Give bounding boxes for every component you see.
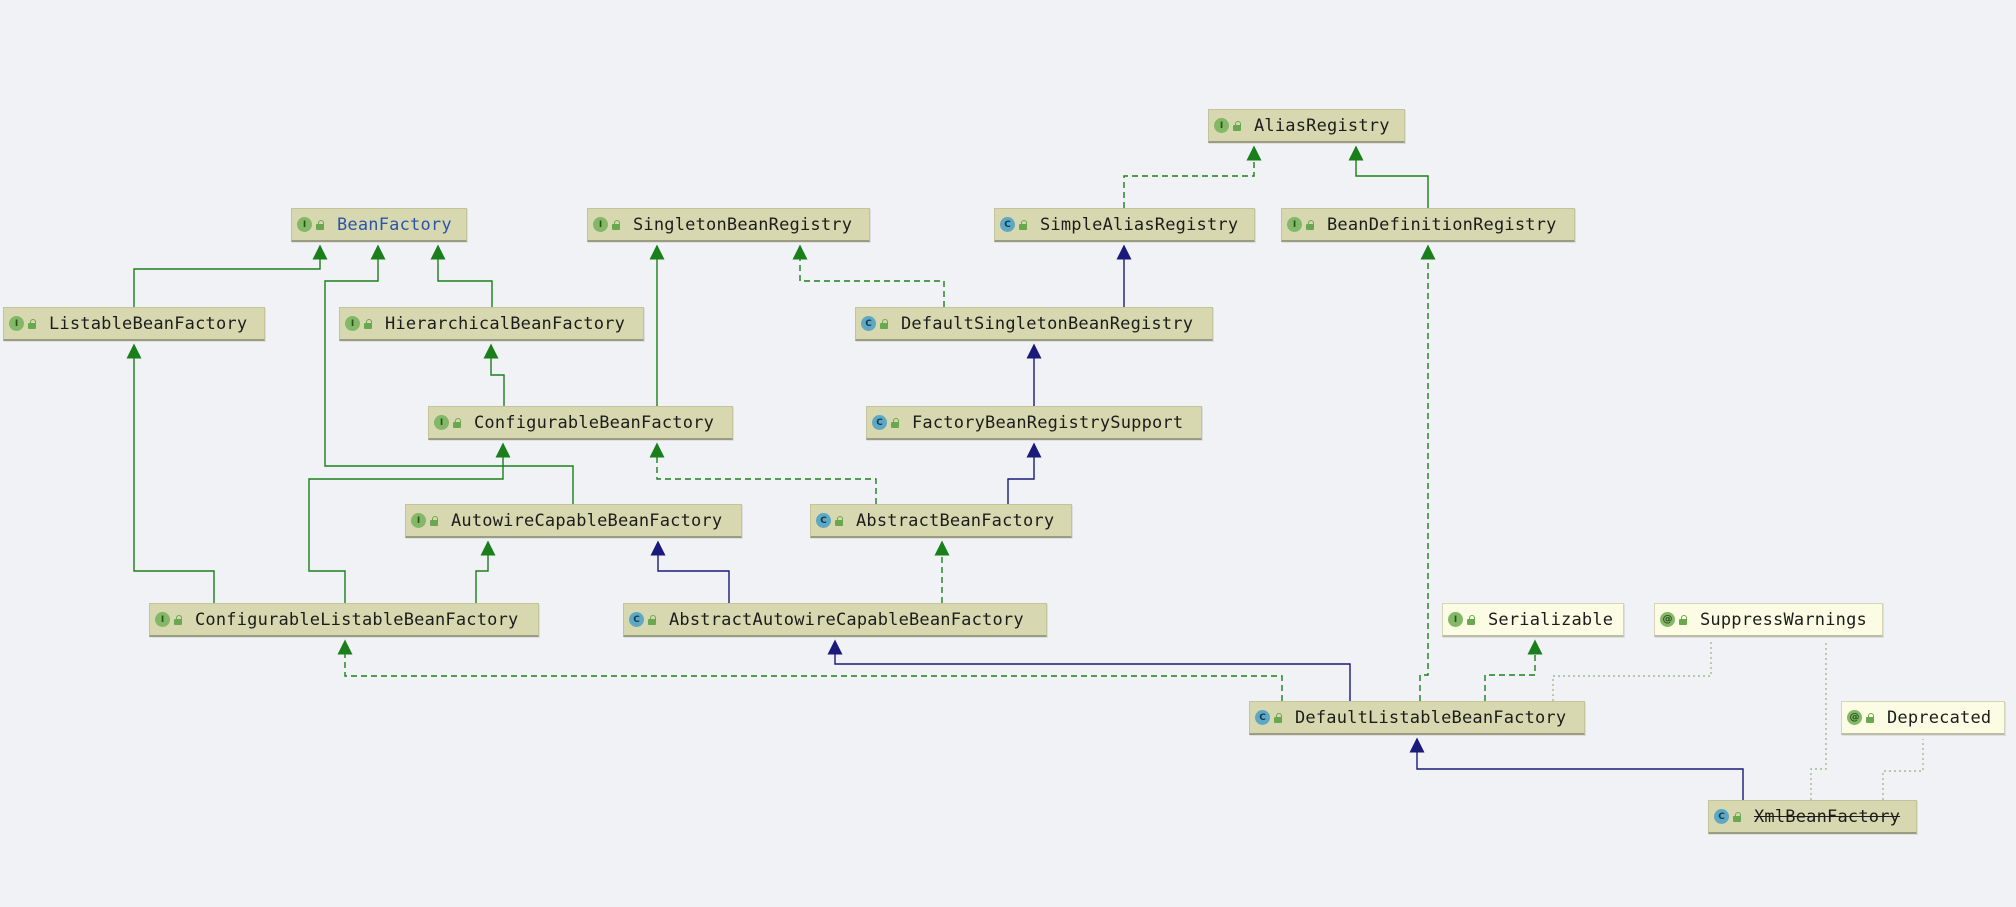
node-factory-bean-registry-support[interactable]: C FactoryBeanRegistrySupport xyxy=(866,406,1202,440)
annotation-icon: @ xyxy=(1847,710,1862,725)
abstract-icon: C xyxy=(872,415,887,430)
interface-icon: I xyxy=(297,217,312,232)
edge-xml-bean-factory-to-default-listable-bean-factory xyxy=(1409,737,1744,800)
node-xml-bean-factory[interactable]: C XmlBeanFactory xyxy=(1708,800,1917,834)
edge-configurable-bean-factory-to-hierarchical-bean-factory xyxy=(483,343,505,406)
edge-xml-bean-factory-to-deprecated xyxy=(1882,739,1924,800)
node-label: ConfigurableBeanFactory xyxy=(474,412,715,433)
interface-icon: I xyxy=(345,316,360,331)
node-label: Deprecated xyxy=(1887,707,1992,728)
edge-simple-alias-registry-to-alias-registry xyxy=(1123,145,1262,208)
node-abstract-bean-factory[interactable]: C AbstractBeanFactory xyxy=(810,504,1072,538)
abstract-icon: C xyxy=(816,513,831,528)
edge-default-singleton-bean-registry-to-singleton-bean-registry xyxy=(792,244,945,307)
interface-icon: I xyxy=(1214,118,1229,133)
public-lock-icon xyxy=(1019,219,1027,230)
public-lock-icon xyxy=(174,614,182,625)
public-lock-icon xyxy=(1679,614,1687,625)
edge-configurable-listable-bean-factory-to-autowire-capable-bean-factory xyxy=(475,540,496,603)
interface-icon: I xyxy=(1287,217,1302,232)
node-label: ListableBeanFactory xyxy=(49,313,248,334)
public-lock-icon xyxy=(1467,614,1475,625)
node-suppress-warnings[interactable]: @ SuppressWarnings xyxy=(1654,603,1883,637)
class-icon: C xyxy=(861,316,876,331)
node-label: AbstractAutowireCapableBeanFactory xyxy=(669,609,1024,630)
node-label: FactoryBeanRegistrySupport xyxy=(912,412,1184,433)
node-label: Serializable xyxy=(1488,609,1614,630)
public-lock-icon xyxy=(453,417,461,428)
class-icon: C xyxy=(1255,710,1270,725)
edge-configurable-listable-bean-factory-to-configurable-bean-factory xyxy=(308,442,511,603)
node-alias-registry[interactable]: I AliasRegistry xyxy=(1208,109,1405,143)
public-lock-icon xyxy=(648,614,656,625)
public-lock-icon xyxy=(1733,811,1741,822)
public-lock-icon xyxy=(1866,712,1874,723)
interface-icon: I xyxy=(9,316,24,331)
edge-abstract-autowire-capable-bean-factory-to-abstract-bean-factory xyxy=(650,540,730,603)
abstract-icon: C xyxy=(629,612,644,627)
public-lock-icon xyxy=(364,318,372,329)
node-label: BeanDefinitionRegistry xyxy=(1327,214,1557,235)
public-lock-icon xyxy=(612,219,620,230)
node-label: BeanFactory xyxy=(337,214,452,235)
node-bean-definition-registry[interactable]: I BeanDefinitionRegistry xyxy=(1281,208,1575,242)
edge-default-listable-bean-factory-to-bean-definition-registry xyxy=(1419,244,1436,701)
node-label: AliasRegistry xyxy=(1254,115,1390,136)
node-hierarchical-bean-factory[interactable]: I HierarchicalBeanFactory xyxy=(339,307,644,341)
public-lock-icon xyxy=(891,417,899,428)
edge-configurable-listable-bean-factory-to-listable-bean-factory xyxy=(126,343,215,603)
public-lock-icon xyxy=(1274,712,1282,723)
node-label: AbstractBeanFactory xyxy=(856,510,1055,531)
node-deprecated[interactable]: @ Deprecated xyxy=(1841,701,2005,735)
node-default-singleton-bean-registry[interactable]: C DefaultSingletonBeanRegistry xyxy=(855,307,1213,341)
interface-icon: I xyxy=(593,217,608,232)
public-lock-icon xyxy=(835,515,843,526)
node-configurable-listable-bean-factory[interactable]: I ConfigurableListableBeanFactory xyxy=(149,603,539,637)
node-label: AutowireCapableBeanFactory xyxy=(451,510,723,531)
public-lock-icon xyxy=(430,515,438,526)
public-lock-icon xyxy=(28,318,36,329)
edge-default-listable-bean-factory-to-abstract-autowire-capable-bean-factory xyxy=(827,639,1351,701)
node-serializable[interactable]: I Serializable xyxy=(1442,603,1624,637)
interface-icon: I xyxy=(155,612,170,627)
node-label: DefaultSingletonBeanRegistry xyxy=(901,313,1194,334)
edge-default-listable-bean-factory-to-suppress-warnings xyxy=(1552,641,1712,701)
interface-icon: I xyxy=(1448,612,1463,627)
node-simple-alias-registry[interactable]: C SimpleAliasRegistry xyxy=(994,208,1255,242)
edge-hierarchical-bean-factory-to-bean-factory xyxy=(430,244,493,307)
edge-listable-bean-factory-to-bean-factory xyxy=(133,244,328,307)
annotation-icon: @ xyxy=(1660,612,1675,627)
public-lock-icon xyxy=(1233,120,1241,131)
node-label: SimpleAliasRegistry xyxy=(1040,214,1239,235)
edge-autowire-capable-bean-factory-to-bean-factory xyxy=(324,244,574,504)
node-bean-factory[interactable]: I BeanFactory xyxy=(291,208,467,242)
node-label: SuppressWarnings xyxy=(1700,609,1867,630)
node-autowire-capable-bean-factory[interactable]: I AutowireCapableBeanFactory xyxy=(405,504,742,538)
public-lock-icon xyxy=(880,318,888,329)
node-label: HierarchicalBeanFactory xyxy=(385,313,626,334)
node-configurable-bean-factory[interactable]: I ConfigurableBeanFactory xyxy=(428,406,733,440)
edge-default-listable-bean-factory-to-configurable-listable-bean-factory xyxy=(337,639,1283,701)
public-lock-icon xyxy=(316,219,324,230)
node-label: SingletonBeanRegistry xyxy=(633,214,853,235)
node-label: ConfigurableListableBeanFactory xyxy=(195,609,519,630)
node-abstract-autowire-capable-bean-factory[interactable]: C AbstractAutowireCapableBeanFactory xyxy=(623,603,1047,637)
edge-default-listable-bean-factory-to-serializable xyxy=(1484,639,1543,701)
node-default-listable-bean-factory[interactable]: C DefaultListableBeanFactory xyxy=(1249,701,1585,735)
public-lock-icon xyxy=(1306,219,1314,230)
class-icon: C xyxy=(1714,809,1729,824)
edge-xml-bean-factory-to-suppress-warnings xyxy=(1810,641,1827,800)
node-label: XmlBeanFactory xyxy=(1754,806,1901,827)
node-listable-bean-factory[interactable]: I ListableBeanFactory xyxy=(3,307,265,341)
edge-abstract-bean-factory-to-factory-bean-registry-support xyxy=(1007,442,1042,504)
node-label: DefaultListableBeanFactory xyxy=(1295,707,1567,728)
interface-icon: I xyxy=(411,513,426,528)
interface-icon: I xyxy=(434,415,449,430)
node-singleton-bean-registry[interactable]: I SingletonBeanRegistry xyxy=(587,208,870,242)
edge-bean-definition-registry-to-alias-registry xyxy=(1348,145,1429,208)
class-icon: C xyxy=(1000,217,1015,232)
edge-abstract-bean-factory-to-configurable-bean-factory xyxy=(649,442,877,504)
